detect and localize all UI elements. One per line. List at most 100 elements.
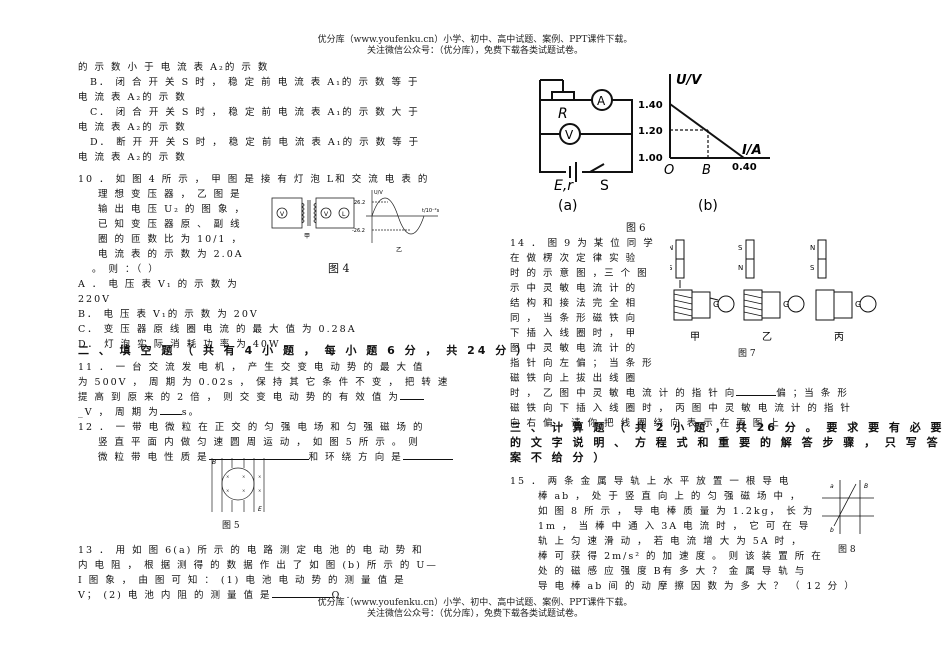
q10-line: 电 流 表 的 示 数 为 2.0A	[98, 249, 244, 260]
q14-line: 结 构 和 接 法 完 全 相	[510, 298, 638, 309]
fig6-s-label: S	[600, 178, 609, 194]
figure-8-diagram: a b B	[822, 480, 874, 534]
q12-line: 微 粒 带 电 性 质 是和 环 绕 方 向 是	[78, 450, 468, 465]
figure-6-diagram: R A V E,r S (a) U/V I/A 1.40 1.20 1.00 O…	[539, 73, 770, 214]
v1-meter-label: V	[280, 211, 285, 218]
q10-option-a: A ． 电 压 表 V₁ 的 示 数 为	[78, 279, 239, 290]
question-10: 10 ． 如 图 4 所 示 ， 甲 图 是 接 有 灯 泡 L和 交 流 电 …	[78, 172, 458, 352]
fig7-g-label: G	[713, 300, 719, 309]
figure-8-caption: 图 8	[838, 545, 856, 555]
option-d: D． 断 开 开 关 S 时 ， 稳 定 前 电 流 表 A₁的 示 数 等 于	[90, 137, 421, 148]
fig6a-circuit	[539, 79, 633, 182]
lamp-label: L	[342, 211, 346, 218]
q10-line: 已 知 变 压 器 原 、 副 线	[98, 219, 242, 230]
answer-blank[interactable]	[399, 399, 424, 400]
q13-line-d: V；	[78, 590, 99, 601]
section-3-title: 的 文 字 说 明 、 方 程 式 和 重 要 的 解 答 步 骤 ， 只 写 …	[510, 436, 941, 449]
fig8-b-label: b	[830, 527, 834, 534]
fig7-n-label: N	[810, 244, 815, 252]
figure-4-caption: 图 4	[328, 262, 350, 275]
fig6-i-axis-label: I/A	[742, 143, 762, 158]
section-3-title: 案 不 给 分 ）	[510, 451, 608, 464]
q14-line: 磁 铁 向 上 拔 出 线 圈	[510, 373, 638, 384]
page-footer: 优分库（www.youfenku.cn）小学、初中、高中试题、案例、PPT课件下…	[0, 598, 950, 620]
question-15: 15 ． 两 条 金 属 导 轨 上 水 平 放 置 一 根 导 电 棒 ab …	[510, 474, 854, 594]
figure-5-diagram: ×× ×× ×× B E	[211, 458, 265, 513]
fig6-x-tick: 0.40	[732, 162, 757, 173]
q14-line: 下 插 入 线 圈 时 ， 甲	[510, 328, 638, 339]
q13-line: 内 电 阻 ， 根 据 测 得 的 数 据 作 出 了 如 图 (b) 所 示 …	[78, 560, 438, 571]
section-3-title: 三 、 计 算 题 （ 共 2 小 题 ， 共 26 分 。 要 求 要 有 必…	[510, 421, 945, 434]
q11-line: 提 高 到 原 来 的 2 倍 ， 则 交 变 电 动 势 的 有 效 值 为	[78, 390, 468, 405]
fig8-a-label: a	[830, 483, 834, 490]
figure-6-caption: 图 6	[626, 223, 646, 234]
fig4-jia-label: 甲	[304, 233, 310, 240]
q15-line: 棒 ab ， 处 于 竖 直 向 上 的 匀 强 磁 场 中 ，	[538, 491, 802, 502]
q13-line-f: Ω .	[331, 590, 352, 601]
fig7-n-label: N	[738, 264, 743, 272]
answer-blank[interactable]	[402, 459, 453, 460]
q14-line: 同 ， 当 条 形 磁 铁 向	[510, 313, 638, 324]
q14-line-k: 时 ， 乙 图 中 灵 敏 电 流 计 的 指 针 向	[510, 388, 737, 399]
q11-line-e: s。	[181, 407, 201, 418]
answer-blank[interactable]	[159, 414, 182, 415]
transformer-circuit	[271, 197, 355, 229]
fig7-s-label: S	[810, 264, 815, 272]
fig8-bfield-label: B	[864, 483, 868, 490]
fig6b-graph	[669, 74, 770, 159]
text-line: 电 流 表 A₂的 示 数	[78, 152, 187, 163]
fig7-s-label: S	[738, 244, 743, 252]
q14-line: 时 的 示 意 图 ，三 个 图	[510, 268, 649, 279]
q10-line: 理 想 变 压 器 ， 乙 图 是	[98, 189, 242, 200]
q13-line-e: (2) 电 池 内 阻 的 测 量 值 是	[103, 590, 272, 601]
answer-blank[interactable]	[208, 459, 309, 460]
q13-line: 13 ． 用 如 图 6(a) 所 示 的 电 路 测 定 电 池 的 电 动 …	[78, 545, 424, 556]
section-2-title: 二 、 填 空 题 （ 共 有 4 小 题 ， 每 小 题 6 分 ， 共 24…	[78, 344, 531, 357]
fig6-y-tick: 1.20	[638, 126, 663, 137]
fig4-pos-label: 26.2	[354, 200, 365, 206]
fig4-yi-label: 乙	[396, 247, 402, 254]
header-line-2: 关注微信公众号：（优分库），免费下载各类试题试卷。	[366, 46, 583, 56]
fig6-b-caption: (b)	[698, 198, 718, 214]
fig4-u-label: U/V	[374, 190, 383, 196]
v2-meter-label: V	[324, 211, 329, 218]
q10-line: 。 则 ：（ ）	[92, 264, 160, 275]
q14-line: 磁 铁 向 下 插 入 线 圈 时 ， 丙 图 中 灵 敏 电 流 计 的 指 …	[510, 403, 852, 414]
q14-line: 时 ， 乙 图 中 灵 敏 电 流 计 的 指 针 向偏 ；当 条 形	[510, 386, 870, 401]
svg-text:×: ×	[242, 474, 245, 479]
section-3: 三 、 计 算 题 （ 共 2 小 题 ， 共 26 分 。 要 求 要 有 必…	[510, 420, 945, 465]
figure-7-caption: 图 7	[738, 349, 756, 359]
fig7-s-label: S	[670, 264, 673, 272]
figure-5-caption: 图 5	[222, 521, 240, 531]
question-13: 13 ． 用 如 图 6(a) 所 示 的 电 路 测 定 电 池 的 电 动 …	[78, 543, 458, 603]
fig7-yi-label: 乙	[762, 331, 772, 343]
text-line: 的 示 数 小 于 电 流 表 A₂的 示 数	[78, 62, 270, 73]
option-b: B． 闭 合 开 关 S 时 ， 稳 定 前 电 流 表 A₁的 示 数 等 于	[90, 77, 420, 88]
q15-line: 如 图 8 所 示 ， 导 电 棒 质 量 为 1.2kg， 长 为	[538, 506, 815, 517]
figure-7-diagram: N S S N N S G G G 甲 乙 丙	[670, 239, 877, 343]
fig6-y-tick: 1.40	[638, 100, 663, 111]
q14-line: 14 ． 图 9 为 某 位 同 学	[510, 238, 655, 249]
page-header: 优分库（www.youfenku.cn）小学、初中、高中试题、案例、PPT课件下…	[0, 35, 950, 57]
fig7-n-label: N	[670, 244, 673, 252]
fig7-bing-label: 丙	[834, 332, 844, 343]
fig7-jia-label: 甲	[690, 332, 700, 343]
fig5-e-label: E	[258, 506, 262, 513]
answer-blank[interactable]	[736, 395, 777, 396]
q14-line: 示 中 灵 敏 电 流 计 的	[510, 283, 638, 294]
q10-option-d: D． 灯 泡 实 际 消 耗 功 率 为 40W	[78, 339, 281, 350]
q10-line: 输 出 电 压 U₂ 的 图 象 ，	[98, 204, 246, 215]
q10-option-c: C． 变 压 器 原 线 圈 电 流 的 最 大 值 为 0.28A	[78, 324, 357, 335]
fig6-y-tick: 1.00	[638, 153, 663, 164]
q10-option-b: B． 电 压 表 V₁的 示 数 为 20V	[78, 309, 259, 320]
fig7-g-label: G	[855, 300, 861, 309]
svg-text:×: ×	[258, 474, 261, 479]
q12-line-d: 和 环 绕 方 向 是	[308, 452, 403, 463]
fig4-neg-label: -26.2	[352, 228, 365, 234]
q10-line: 圈 的 匝 数 比 为 10/1 ，	[98, 234, 243, 245]
answer-blank[interactable]	[271, 597, 332, 598]
q12-line-c: 微 粒 带 电 性 质 是	[98, 452, 209, 463]
fig6-er-label: E,r	[554, 178, 574, 194]
fig7-g-label: G	[783, 300, 789, 309]
